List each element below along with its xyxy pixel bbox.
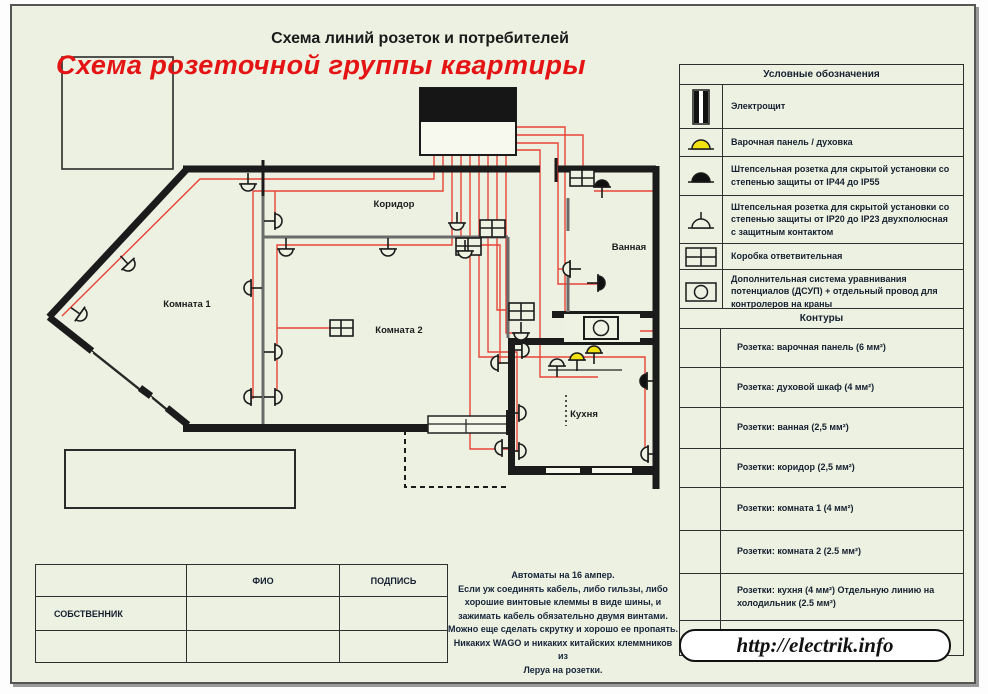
room-label-room1: Комната 1 [163,299,211,310]
socket-outlet [562,259,582,279]
legend-label: Электрощит [731,101,786,112]
contour-color-cell [680,574,721,620]
owner-table: ФИО ПОДПИСЬ СОБСТВЕННИК [35,564,448,663]
room-label-kitchen: Кухня [570,409,598,420]
contours-title: Контуры [680,309,963,329]
socket-outlet [378,237,398,257]
owner-empty-cell [35,630,187,663]
contour-label: Розетки: комната 2 (2.5 мм²) [737,546,861,557]
contour-label: Розетки: ванная (2,5 мм²) [737,422,849,433]
junction-box [569,169,595,187]
socket-stove [584,345,604,365]
owner-fio-cell [186,596,340,631]
contour-color-cell [680,531,721,573]
note-line: Автоматы на 16 ампер. [511,570,615,580]
walls [46,56,660,509]
legend-label: Штепсельная розетка для скрытой установк… [731,164,950,187]
socket-outlet [238,172,258,192]
junction-box [508,302,535,321]
page-title: Схема линий розеток и потребителей [271,30,569,47]
note-line: хорошие винтовые клеммы в виде шины, и [464,597,662,607]
dsup-symbol [583,316,619,340]
junction-box [479,219,506,238]
contour-color-cell [680,408,721,448]
note-line: Леруа на розетки. [523,664,603,675]
contour-color-cell [680,329,721,367]
legend-panel: Условные обозначения Электрощит Варочная… [679,64,964,314]
indoor-socket-icon [680,196,723,243]
owner-row-label: СОБСТВЕННИК [35,596,187,631]
socket-outlet [447,211,467,231]
contour-label: Розетки: комната 1 (4 мм²) [737,503,854,514]
owner-header-signature: ПОДПИСЬ [339,564,448,597]
socket-stove [567,352,587,372]
contour-label: Розетка: варочная панель (6 мм²) [737,342,886,353]
socket-outlet [263,211,283,231]
legend-label: Дополнительная система уравнивания потен… [731,273,938,309]
contours-panel: Контуры Розетка: варочная панель (6 мм²)… [679,308,964,656]
note-line: Можно еще сделать скрутку и хорошо ее пр… [448,624,678,634]
electric-panel [419,87,517,156]
note-line: Никаких WAGO и никаких китайских клеммни… [453,637,673,662]
legend-label: Штепсельная розетка для скрытой установк… [731,201,950,237]
socket-outlet [547,358,567,378]
room-label-bathroom: Ванная [612,242,646,253]
legend-label: Варочная панель / духовка [731,137,853,148]
dsup-icon [680,270,723,313]
socket-outlet [113,249,141,277]
site-watermark: http://electrik.info [679,629,951,662]
junction-box [329,319,354,337]
socket-outlet [263,387,283,407]
socket-outlet [511,321,531,341]
owner-empty-cell [339,630,448,663]
legend-title: Условные обозначения [680,65,963,85]
contour-color-cell [680,368,721,407]
owner-header-empty [35,564,187,597]
owner-empty-cell [186,630,340,663]
socket-sealed [592,179,612,199]
room-label-room2: Комната 2 [375,325,422,336]
junction-box-icon [680,244,723,269]
sealed-socket-icon [680,157,723,195]
note-line: зажимать кабель обязательно двумя винтам… [458,610,668,621]
contour-label: Розетка: духовой шкаф (4 мм²) [737,381,875,392]
contour-label: Розетки: коридор (2,5 мм²) [737,462,855,473]
room-label-corridor: Коридор [374,199,415,210]
socket-outlet [276,237,296,257]
socket-sealed [586,273,606,293]
contour-color-cell [680,449,721,487]
overlay-title: Схема розеточной группы квартиры [56,50,587,80]
contour-label: Розетки: кухня (4 мм²) Отдельную линию н… [737,584,935,608]
owner-header-fio: ФИО [186,564,340,597]
socket-outlet [263,342,283,362]
wiring-note: Автоматы на 16 ампер. Если уж соединять … [448,569,678,677]
owner-signature-cell [339,596,448,631]
legend-label: Коробка ответвительная [731,251,843,262]
electric-panel-icon [680,85,723,128]
stove-socket-icon [680,129,723,156]
contour-color-cell [680,488,721,530]
note-line: Если уж соединять кабель, либо гильзы, л… [458,583,668,594]
socket-outlet [65,299,92,327]
